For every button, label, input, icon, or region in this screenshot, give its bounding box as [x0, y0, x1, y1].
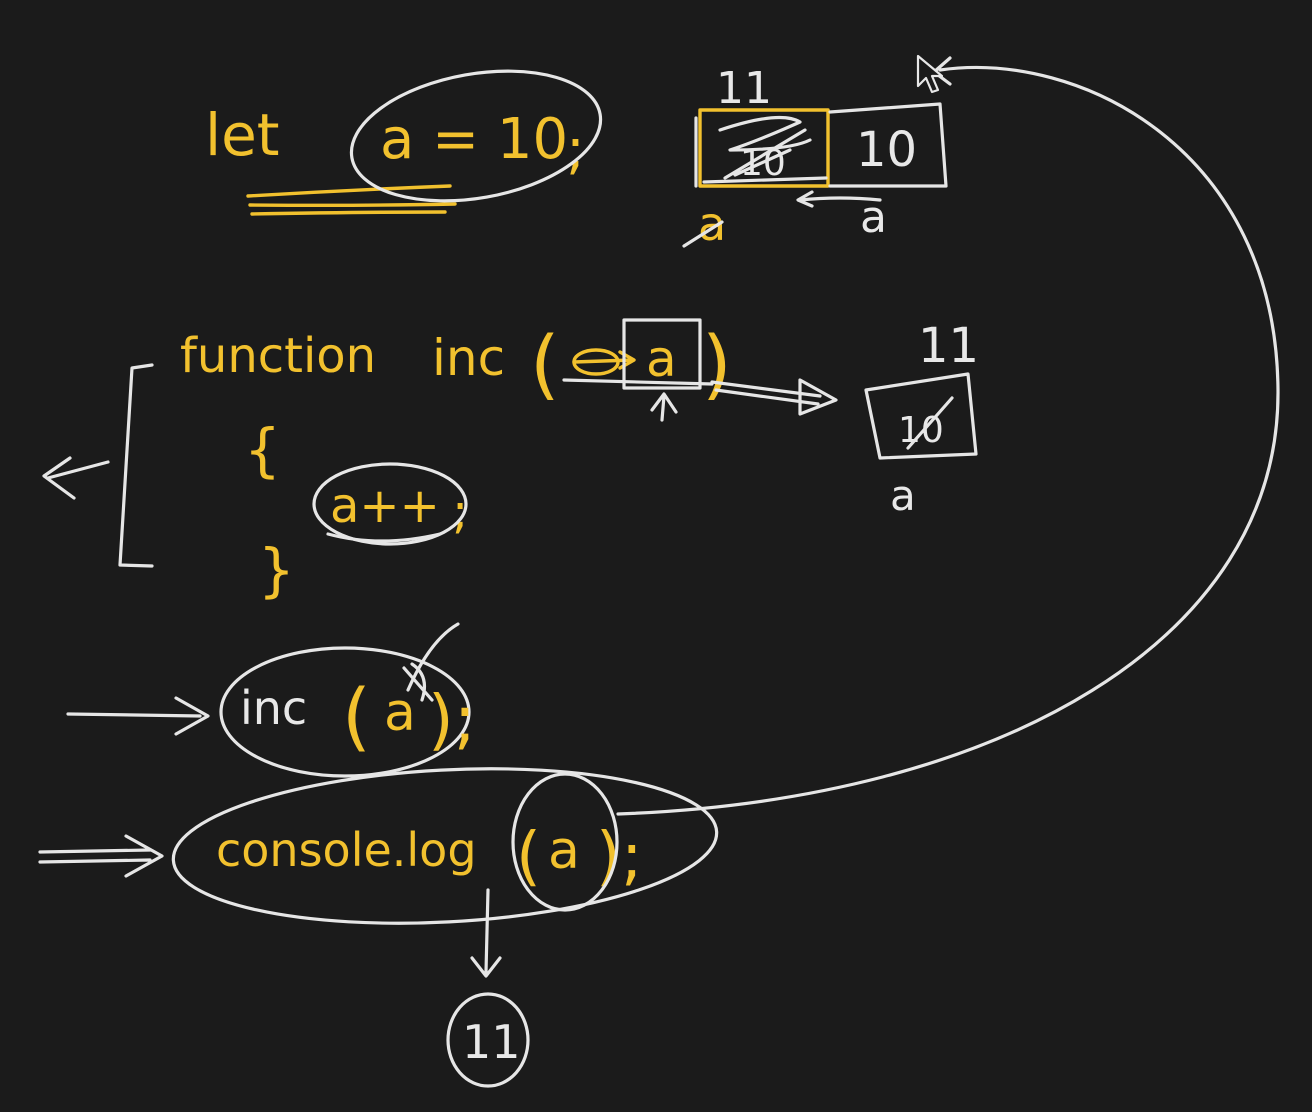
log-close: );: [596, 820, 643, 894]
call-pointer-arrow: [66, 696, 210, 736]
call-name: inc: [240, 681, 307, 735]
log-arg: a: [548, 821, 580, 881]
log-circle: [171, 767, 719, 925]
function-bracket: [118, 363, 154, 568]
copy-box-outline: [828, 102, 948, 188]
body-circle: [312, 462, 468, 546]
declaration-semicolon: ;: [566, 117, 585, 182]
param-var-label: a: [890, 471, 916, 520]
function-call: inc ( a );: [66, 622, 476, 778]
param-memory-outline: [864, 372, 978, 460]
call-circle: [219, 646, 471, 778]
copy-box-value: 10: [856, 122, 917, 178]
function-keyword: function: [180, 328, 376, 384]
param-box: [622, 318, 702, 390]
call-arg-scribble: [402, 622, 460, 702]
declaration-circle: [349, 69, 603, 203]
global-box-white-outline: [694, 116, 828, 188]
declaration-text: a = 10: [380, 107, 568, 172]
cursor-icon: [916, 54, 944, 94]
body-underline: [326, 532, 442, 543]
let-statement: let a = 10 ;: [205, 69, 603, 216]
global-memory-box: 10 11 a: [682, 63, 830, 251]
call-close: );: [428, 681, 476, 758]
global-label-strike: [682, 220, 724, 248]
body-statement: a++: [330, 478, 440, 534]
param-box-strike: [906, 396, 954, 450]
global-box-outline: [698, 108, 830, 188]
param-underline: [562, 378, 714, 386]
console-output: 11: [446, 992, 530, 1088]
log-open-paren: (: [516, 820, 541, 894]
function-close-paren: ): [702, 319, 732, 408]
function-name: inc: [432, 329, 505, 387]
param-box-new-value: 11: [918, 318, 979, 374]
let-underline: [246, 184, 457, 216]
log-arg-circle: [511, 772, 619, 912]
let-keyword: let: [205, 101, 280, 169]
copy-memory-box: 10 a: [796, 102, 948, 243]
call-open-paren: (: [342, 674, 371, 760]
function-param: a: [646, 330, 677, 388]
log-pointer-arrow: [38, 834, 164, 878]
left-arrow: [42, 456, 110, 500]
param-to-box-arrow: [710, 378, 838, 416]
function-declaration: function inc ( a ) { a++ ; }: [42, 318, 838, 604]
global-box-new-value: 11: [716, 63, 772, 114]
global-box-scribble: [718, 115, 812, 180]
console-log-statement: console.log ( a );: [38, 767, 719, 978]
function-open-paren: (: [530, 319, 560, 408]
log-call: console.log: [216, 823, 477, 877]
log-down-arrow: [470, 888, 502, 978]
lookup-curve-arrow: [616, 56, 1280, 816]
open-brace: {: [244, 416, 281, 484]
output-value: 11: [462, 1015, 521, 1069]
param-memory-box: 10 11 a: [864, 318, 979, 520]
param-up-arrow: [650, 392, 678, 422]
call-arg: a: [384, 683, 416, 743]
copy-pointer-arrow: [796, 190, 882, 208]
output-circle: [446, 992, 530, 1088]
close-brace: }: [258, 536, 295, 604]
global-var-label: a: [698, 197, 726, 251]
